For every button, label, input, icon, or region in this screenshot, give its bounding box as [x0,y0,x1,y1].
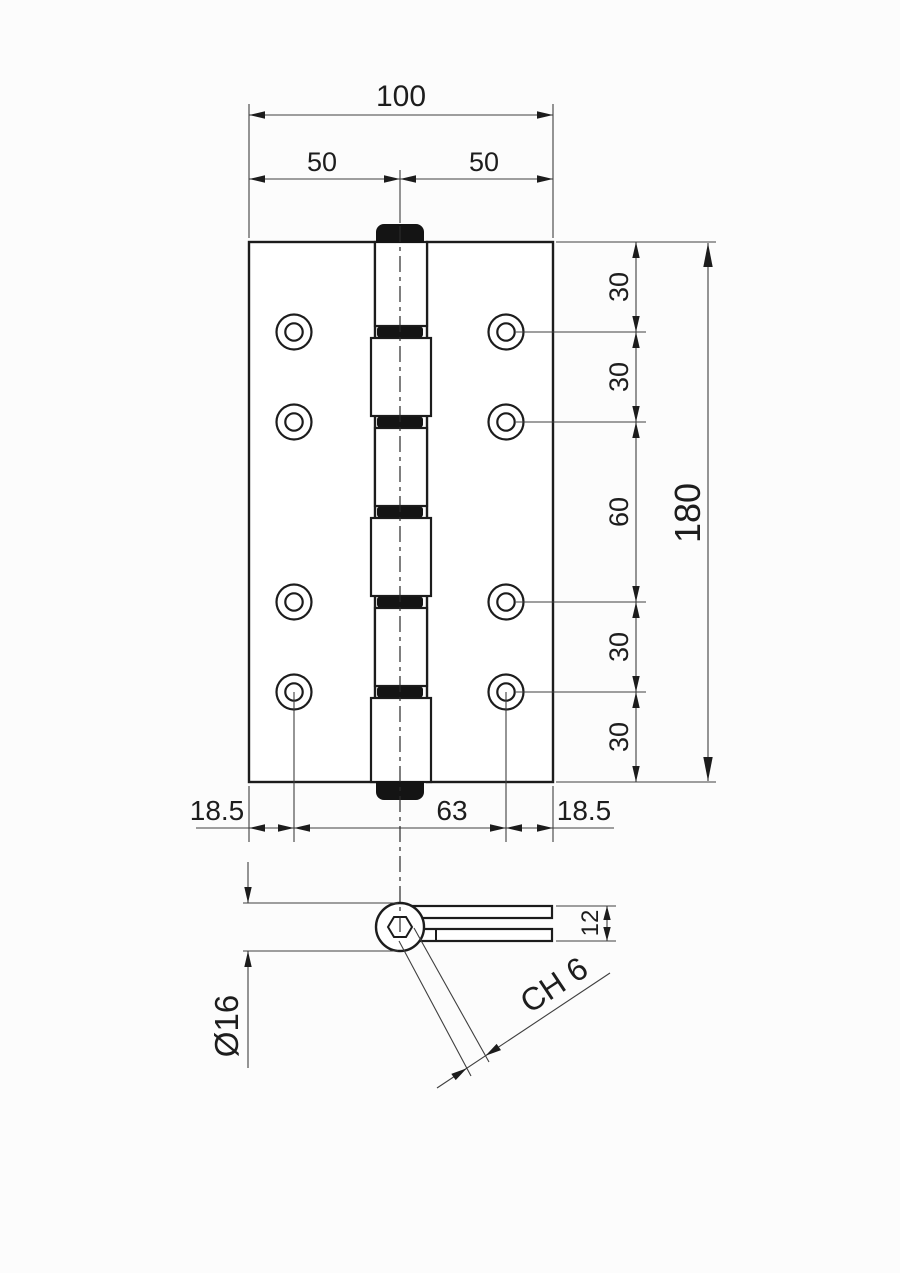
dim-arrow [294,824,310,832]
dim-label-seg4: 30 [604,632,634,662]
knuckle-6 [369,696,433,784]
dim-arrow [632,242,640,258]
screw-hole-inner [496,322,516,342]
dim-arrow [703,243,713,267]
dim-arrow [537,111,553,119]
screw-hole-inner [496,412,516,432]
dim-arrow [632,766,640,782]
dim-label-bottom-left: 18.5 [190,795,245,826]
dim-arrow [490,824,506,832]
knuckle-4 [369,516,433,598]
dim-profile: Ø16 12 CH 6 [208,862,616,1089]
dim-arrow [537,175,553,183]
dim-arrow [632,586,640,602]
dim-arrow [703,757,713,781]
dim-arrow [632,422,640,438]
hinge-profile-view [374,901,554,953]
dim-bottom-widths: 18.5 63 18.5 [190,692,614,842]
hex-socket [386,916,414,938]
dim-label-width-total: 100 [376,80,426,113]
profile-leaf-bottom [410,927,554,943]
dim-arrow [632,316,640,332]
chamfer-extension-line [398,940,472,1077]
dim-arrow [632,602,640,618]
dim-arrow [485,1043,501,1056]
dim-label-seg3: 60 [604,497,634,527]
dim-arrow [249,175,265,183]
dim-arrow [249,824,265,832]
screw-hole-inner [284,592,304,612]
dim-label-seg2: 30 [604,362,634,392]
screw-hole-inner [284,412,304,432]
chamfer-extension-line [413,927,490,1063]
dim-arrow [244,887,252,903]
dim-arrow [603,927,611,941]
knuckle-5 [373,606,429,688]
dim-label-height-total: 180 [667,483,708,543]
dim-arrow [632,692,640,708]
dim-arrow [632,676,640,692]
dim-arrow [632,406,640,422]
knuckle-1 [373,240,429,328]
dim-arrow [537,824,553,832]
dim-label-width-right: 50 [469,147,499,177]
dim-arrow [506,824,522,832]
dim-arrow [451,1068,467,1081]
dim-arrow [632,332,640,348]
dim-arrow [603,906,611,920]
screw-hole-inner [496,592,516,612]
left-leaf [247,240,377,784]
dim-arrow [400,175,416,183]
profile-leaf-top [410,904,554,920]
dim-right-heights: 30 30 60 30 30 180 [516,241,716,783]
dim-top-width: 100 50 50 [248,80,554,238]
dim-label-width-left: 50 [307,147,337,177]
dim-label-diameter: Ø16 [208,995,245,1057]
dim-arrow [249,111,265,119]
knuckle-2 [369,336,433,418]
screw-hole-inner [284,322,304,342]
dim-label-bottom-mid: 63 [436,795,467,826]
dim-arrow [384,175,400,183]
dim-label-seg5: 30 [604,722,634,752]
dim-arrow [278,824,294,832]
knuckle-3 [373,426,429,508]
dim-label-thickness: 12 [577,910,604,937]
hinge-front-view [247,224,555,800]
dim-label-bottom-right: 18.5 [557,795,612,826]
dim-label-chamfer: CH 6 [514,950,595,1020]
dim-label-seg1: 30 [604,272,634,302]
dim-arrow [244,951,252,967]
